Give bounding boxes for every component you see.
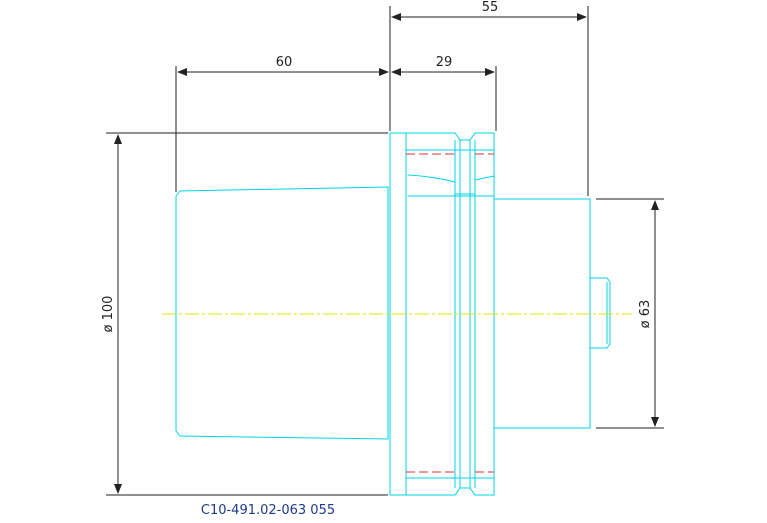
dim-text-55: 55: [482, 0, 499, 15]
dimension-lines: [106, 6, 664, 496]
dim-text-29: 29: [436, 55, 453, 70]
dim-text-d100: ø 100: [101, 296, 116, 333]
part-number: C10-491.02-063 055: [201, 503, 335, 518]
tapered-shank: [175, 186, 389, 440]
part-outline: [175, 132, 611, 496]
hidden-lines: [406, 153, 494, 473]
drive-slot: [407, 174, 495, 197]
dim-text-d63: ø 63: [638, 300, 653, 329]
dim-text-60: 60: [276, 55, 293, 70]
pilot: [590, 277, 611, 349]
